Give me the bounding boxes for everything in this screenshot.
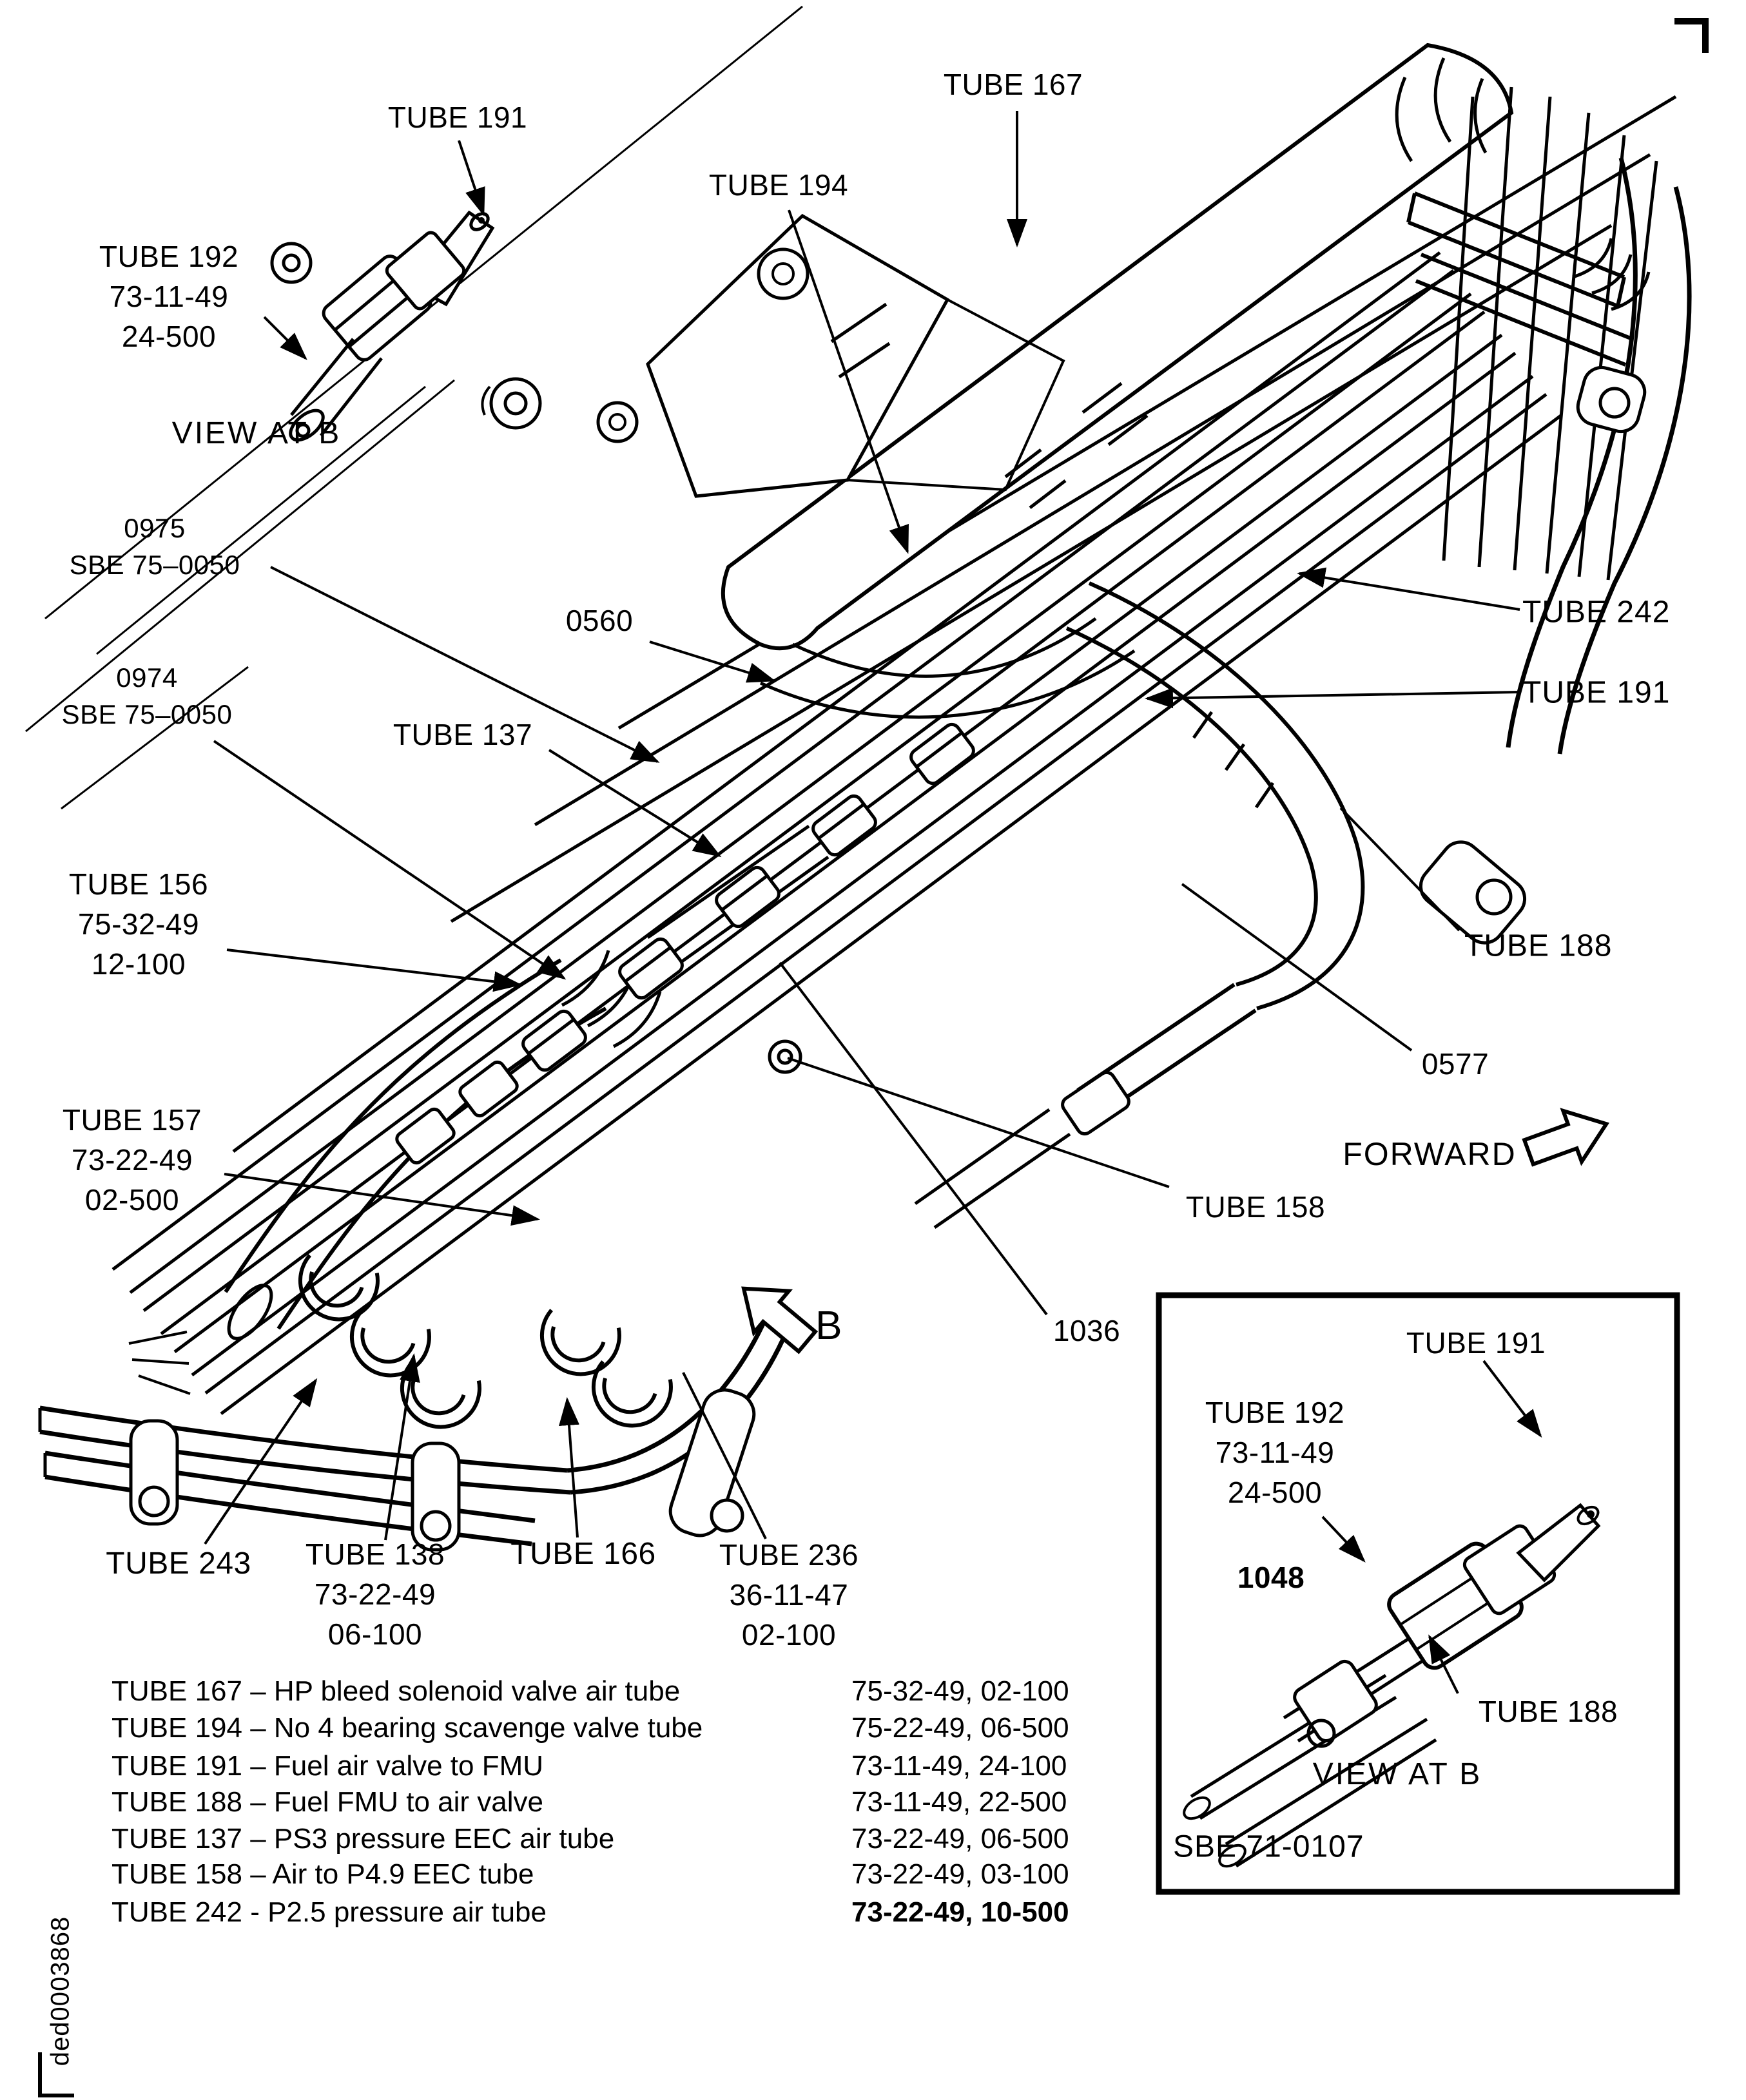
view-at-b-caption: VIEW AT B: [171, 416, 342, 450]
callout-tube242: TUBE 242: [1522, 595, 1671, 630]
callout-tube156-line3: 12-100: [91, 947, 186, 981]
forward-label: FORWARD: [1343, 1136, 1517, 1172]
callout-tube188: TUBE 188: [1464, 929, 1613, 963]
legend-ref: 73-11-49, 24-100: [851, 1750, 1067, 1782]
legend-label: TUBE 191 – Fuel air valve to FMU: [112, 1750, 544, 1782]
inset-caption: VIEW AT B: [1312, 1757, 1482, 1791]
fitting-cluster: [128, 1254, 673, 1429]
bolt-icons: [270, 242, 802, 1074]
inset-figure-ref: SBE 71-0107: [1173, 1829, 1364, 1864]
scavenge-duct: [914, 581, 1365, 1229]
leader-lines: [204, 111, 1520, 1545]
callout-tube156-block: TUBE 156 75-32-49 12-100: [69, 864, 208, 984]
legend-row: TUBE 137 – PS3 pressure EEC air tube 73-…: [112, 1823, 1220, 1859]
legend-row: TUBE 194 – No 4 bearing scavenge valve t…: [112, 1712, 1220, 1748]
callout-tube192-block: TUBE 192 73-11-49 24-500: [99, 236, 238, 356]
rail-p-clamps: [129, 1388, 756, 1552]
legend-label: TUBE 242 - P2.5 pressure air tube: [112, 1896, 547, 1928]
legend-label: TUBE 158 – Air to P4.9 EEC tube: [112, 1858, 534, 1890]
inset-1048-label: 1048: [1237, 1561, 1305, 1594]
callout-tube236-block: TUBE 236 36-11-47 02-100: [719, 1535, 858, 1655]
callout-tube138-line2: 73-22-49: [314, 1577, 436, 1611]
callout-tube157-line1: TUBE 157: [62, 1103, 202, 1137]
tube-bundle: [112, 95, 1677, 1416]
hp-bleed-duct: [721, 43, 1514, 719]
callout-tube138-line3: 06-100: [327, 1617, 423, 1651]
inset-tube191-label: TUBE 191: [1406, 1326, 1546, 1360]
mount-plate: [596, 213, 1065, 498]
legend-ref: 75-22-49, 06-500: [851, 1712, 1069, 1744]
inset-tube192-line1: TUBE 192: [1205, 1396, 1345, 1429]
legend-row: TUBE 188 – Fuel FMU to air valve 73-11-4…: [112, 1786, 1220, 1822]
detail-b-arrow-icon: [741, 1286, 819, 1354]
callout-tube156-line2: 75-32-49: [77, 907, 200, 941]
inset-tube192-line3: 24-500: [1227, 1476, 1323, 1509]
legend-ref: 73-22-49, 03-100: [851, 1858, 1069, 1890]
callout-0975-ref: SBE 75–0050: [69, 550, 240, 580]
document-side-code: ded0003868: [46, 1916, 75, 2066]
legend-label: TUBE 167 – HP bleed solenoid valve air t…: [112, 1675, 681, 1707]
callout-tube192-line2: 73-11-49: [109, 280, 229, 313]
lower-clamp-bracket: [1419, 840, 1527, 945]
legend-row: TUBE 167 – HP bleed solenoid valve air t…: [112, 1675, 1220, 1711]
legend-label: TUBE 194 – No 4 bearing scavenge valve t…: [112, 1712, 703, 1744]
callout-tube192-line3: 24-500: [121, 320, 217, 353]
callout-tube138-block: TUBE 138 73-22-49 06-100: [306, 1534, 445, 1654]
view-b-fitting: [289, 210, 495, 442]
callout-tube236-line2: 36-11-47: [729, 1578, 849, 1612]
legend-label: TUBE 137 – PS3 pressure EEC air tube: [112, 1823, 615, 1854]
callout-tube166: TUBE 166: [510, 1537, 656, 1571]
corner-marks: [38, 18, 1709, 2097]
callout-tube158: TUBE 158: [1185, 1190, 1326, 1224]
legend-ref: 73-11-49, 22-500: [851, 1786, 1067, 1818]
callout-0577: 0577: [1421, 1047, 1489, 1081]
lower-rails: [38, 1307, 792, 1546]
inset-tube192-block: TUBE 192 73-11-49 24-500: [1205, 1392, 1344, 1512]
inset-tube192-line2: 73-11-49: [1215, 1436, 1335, 1469]
callout-tube156-line1: TUBE 156: [68, 867, 209, 901]
callout-tube191-top: TUBE 191: [387, 101, 528, 134]
inset-tube188-label: TUBE 188: [1478, 1695, 1618, 1728]
callout-tube194: TUBE 194: [708, 168, 849, 202]
callout-tube236-line1: TUBE 236: [719, 1538, 859, 1572]
callout-tube137: TUBE 137: [393, 718, 533, 751]
callout-tube138-line1: TUBE 138: [305, 1537, 445, 1571]
callout-tube191-right: TUBE 191: [1522, 675, 1671, 710]
callout-tube157-line3: 02-500: [84, 1183, 180, 1217]
callout-tube192-line1: TUBE 192: [99, 240, 239, 273]
legend-label: TUBE 188 – Fuel FMU to air valve: [112, 1786, 544, 1818]
legend-ref: 75-32-49, 02-100: [851, 1675, 1069, 1707]
callout-0974-block: 0974 SBE 75–0050: [62, 659, 233, 733]
callout-0560: 0560: [565, 604, 634, 637]
frame-clamp-bracket: [1576, 365, 1647, 434]
legend-row: TUBE 191 – Fuel air valve to FMU 73-11-4…: [112, 1750, 1220, 1786]
callout-0975-block: 0975 SBE 75–0050: [70, 510, 240, 583]
bundle-coupling-nuts: [395, 722, 1130, 1165]
callout-0975-number: 0975: [124, 513, 186, 543]
callout-0974-ref: SBE 75–0050: [61, 699, 233, 729]
callout-tube157-line2: 73-22-49: [71, 1143, 193, 1177]
callout-tube167: TUBE 167: [943, 68, 1083, 101]
legend-ref: 73-22-49, 10-500: [851, 1896, 1069, 1928]
callout-tube243: TUBE 243: [106, 1546, 251, 1581]
legend-ref: 73-22-49, 06-500: [851, 1823, 1069, 1854]
callout-tube157-block: TUBE 157 73-22-49 02-500: [63, 1100, 202, 1220]
detail-b-letter: B: [815, 1304, 842, 1348]
legend-row: TUBE 242 - P2.5 pressure air tube 73-22-…: [112, 1896, 1220, 1932]
callout-tube236-line3: 02-100: [741, 1618, 837, 1652]
callout-1036: 1036: [1052, 1314, 1121, 1347]
forward-arrow-icon: [1522, 1108, 1609, 1167]
inset-box: [1156, 1292, 1680, 1895]
callout-0974-number: 0974: [116, 662, 178, 693]
legend-row: TUBE 158 – Air to P4.9 EEC tube 73-22-49…: [112, 1858, 1220, 1894]
upper-right-hoses: [1406, 86, 1692, 755]
